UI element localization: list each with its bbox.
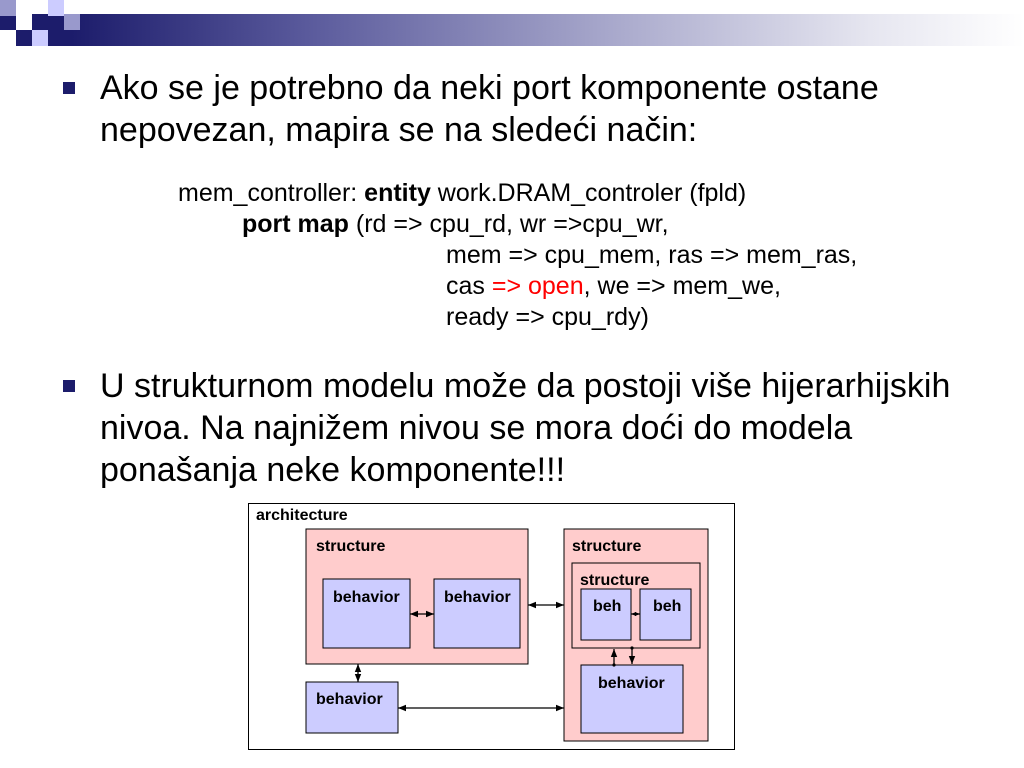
bullet-line: U strukturnom modelu može da postoji viš…	[100, 367, 951, 405]
bullet-line: Ako se je potrebno da neki port komponen…	[100, 69, 879, 107]
code-line: cas => open, we => mem_we,	[0, 271, 1024, 302]
decor-square	[64, 14, 80, 30]
bullet-text: U strukturnom modelu može da postoji viš…	[100, 365, 950, 491]
behavior-box	[433, 578, 521, 649]
behavior-box	[305, 681, 399, 734]
code-line: mem_controller: entity work.DRAM_control…	[0, 178, 1024, 209]
code-highlight: => open	[491, 272, 584, 300]
decor-square	[0, 0, 16, 16]
beh-label: beh	[653, 598, 681, 615]
square-bullet-icon	[63, 82, 75, 94]
square-bullet-icon	[63, 380, 75, 392]
code-text: (rd => cpu_rd, wr =>cpu_wr,	[348, 210, 669, 238]
beh-label: beh	[593, 598, 621, 615]
code-line: ready => cpu_rdy)	[446, 303, 649, 331]
bullet-item: U strukturnom modelu može da postoji viš…	[0, 365, 1024, 491]
decor-square	[16, 14, 32, 30]
decor-square	[0, 30, 16, 46]
code-text: cas	[446, 272, 492, 300]
architecture-label: architecture	[256, 507, 348, 524]
structure-label: structure	[572, 538, 641, 555]
code-keyword: entity	[364, 179, 431, 207]
arrow-tail-dot	[612, 663, 616, 667]
decor-square	[48, 0, 64, 16]
structure-label: structure	[316, 538, 385, 555]
bullet-line: nepovezan, mapira se na sledeći način:	[100, 111, 698, 149]
code-line: mem => cpu_mem, ras => mem_ras,	[446, 241, 858, 269]
behavior-label: behavior	[598, 675, 665, 692]
behavior-label: behavior	[444, 589, 511, 606]
code-text: , we => mem_we,	[583, 272, 781, 300]
bullet-line: nivoa. Na najnižem nivou se mora doći do…	[100, 409, 853, 447]
code-keyword: port map	[242, 210, 349, 238]
beh-box	[639, 588, 692, 641]
behavior-box	[322, 578, 411, 649]
code-line: port map (rd => cpu_rd, wr =>cpu_wr,	[0, 209, 1024, 240]
code-text: mem_controller:	[178, 179, 365, 207]
arrow-tail-dot	[630, 646, 634, 650]
code-text: work.DRAM_controler (fpld)	[430, 179, 747, 207]
hierarchy-diagram: architecture structure behavior behavior…	[248, 503, 735, 750]
bullet-item: Ako se je potrebno da neki port komponen…	[0, 67, 1024, 151]
behavior-label: behavior	[316, 691, 383, 708]
structure-label: structure	[580, 572, 649, 589]
bullet-text: Ako se je potrebno da neki port komponen…	[100, 67, 879, 151]
title-gradient-bar	[0, 14, 1024, 46]
behavior-label: behavior	[333, 589, 400, 606]
decor-square	[32, 30, 48, 46]
behavior-box	[580, 664, 684, 734]
bullet-line: ponašanja neke komponente!!!	[100, 451, 566, 489]
vhdl-code-block: mem_controller: entity work.DRAM_control…	[0, 178, 1024, 333]
